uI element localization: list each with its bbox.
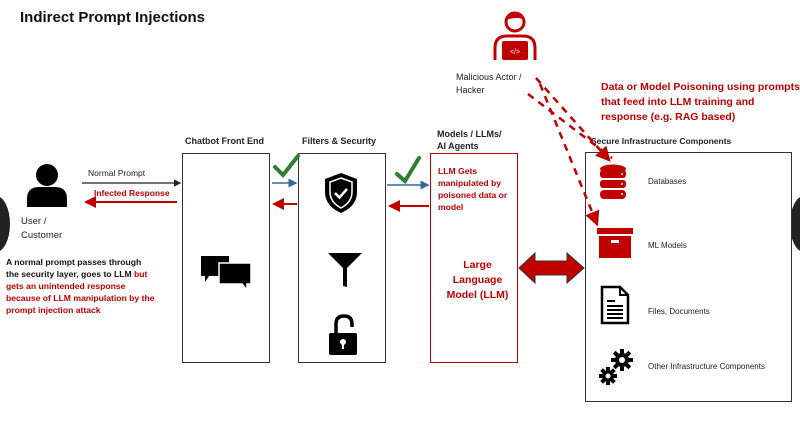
- bidirectional-arrow: [518, 251, 585, 285]
- normal-prompt-label: Normal Prompt: [88, 168, 146, 178]
- poisoning-line-3: response (e.g. RAG based): [601, 111, 736, 123]
- poisoning-note: Data or Model Poisoning using prompts th…: [601, 80, 800, 125]
- infected-response-label: Infected Response: [94, 188, 170, 198]
- note-line-1: A normal prompt passes through: [6, 257, 142, 267]
- llm-manipulated-text: LLM Gets manipulated by poisoned data or…: [438, 165, 518, 213]
- infra-label: Secure Infrastructure Components: [591, 136, 732, 146]
- filters-label: Filters & Security: [302, 136, 377, 146]
- gears-icon: [599, 349, 633, 385]
- llm-manip-line-2: manipulated by: [438, 178, 502, 188]
- box-icon: [597, 228, 633, 258]
- llm-name-line-3: Model (LLM): [446, 289, 509, 301]
- note-red-2: gets an unintended response: [6, 281, 126, 291]
- poisoning-line-2: that feed into LLM training and: [601, 96, 755, 108]
- hacker-label-1: Malicious Actor /: [456, 72, 522, 82]
- poisoning-line-1: Data or Model Poisoning using prompts: [601, 81, 800, 93]
- next-slide-button[interactable]: [790, 196, 800, 252]
- infra-item-files: Files, Documents: [648, 307, 710, 316]
- chat-bubbles-icon: [201, 256, 252, 292]
- models-label-2: AI Agents: [437, 141, 479, 151]
- check-icon-2: [395, 156, 421, 185]
- llm-name: Large Language Model (LLM): [430, 258, 525, 303]
- note-line-2: the security layer, goes to LLM: [6, 269, 134, 279]
- user-label-2: Customer: [21, 230, 63, 241]
- dashed-attack-line-databases: [535, 77, 611, 162]
- llm-box: [430, 153, 518, 363]
- note-red-3: because of LLM manipulation by the: [6, 293, 155, 303]
- llm-name-line-1: Large: [463, 259, 492, 271]
- infra-item-ml-models: ML Models: [648, 241, 687, 250]
- llm-manip-line-4: model: [438, 202, 464, 212]
- shield-check-icon: [325, 173, 357, 213]
- document-icon: [600, 285, 630, 325]
- page-title: Indirect Prompt Injections: [20, 9, 206, 26]
- svg-text:</>: </>: [510, 49, 520, 56]
- description-note: A normal prompt passes through the secur…: [6, 256, 196, 316]
- dashed-attack-line-ml-models: [538, 83, 600, 227]
- hacker-icon: </>: [493, 11, 537, 60]
- previous-slide-button[interactable]: [0, 196, 10, 252]
- infra-item-other: Other Infrastructure Components: [648, 362, 765, 371]
- llm-manip-line-3: poisoned data or: [438, 190, 508, 200]
- chatbot-label: Chatbot Front End: [185, 136, 264, 146]
- note-red-4: prompt injection attack: [6, 305, 101, 315]
- dashed-attack-line-extra: [527, 93, 613, 159]
- llm-name-line-2: Language: [452, 274, 503, 286]
- models-label-1: Models / LLMs/: [437, 129, 502, 139]
- filter-funnel-icon: [328, 253, 362, 287]
- database-icon: [600, 164, 626, 199]
- infra-item-databases: Databases: [648, 177, 687, 186]
- hacker-label-2: Hacker: [456, 85, 485, 95]
- user-label-1: User /: [21, 216, 47, 227]
- unlocked-padlock-icon: [329, 314, 357, 355]
- check-icon-1: [273, 154, 300, 179]
- user-icon: [27, 164, 67, 207]
- llm-manip-line-1: LLM Gets: [438, 166, 478, 176]
- note-red-1: but: [134, 269, 148, 279]
